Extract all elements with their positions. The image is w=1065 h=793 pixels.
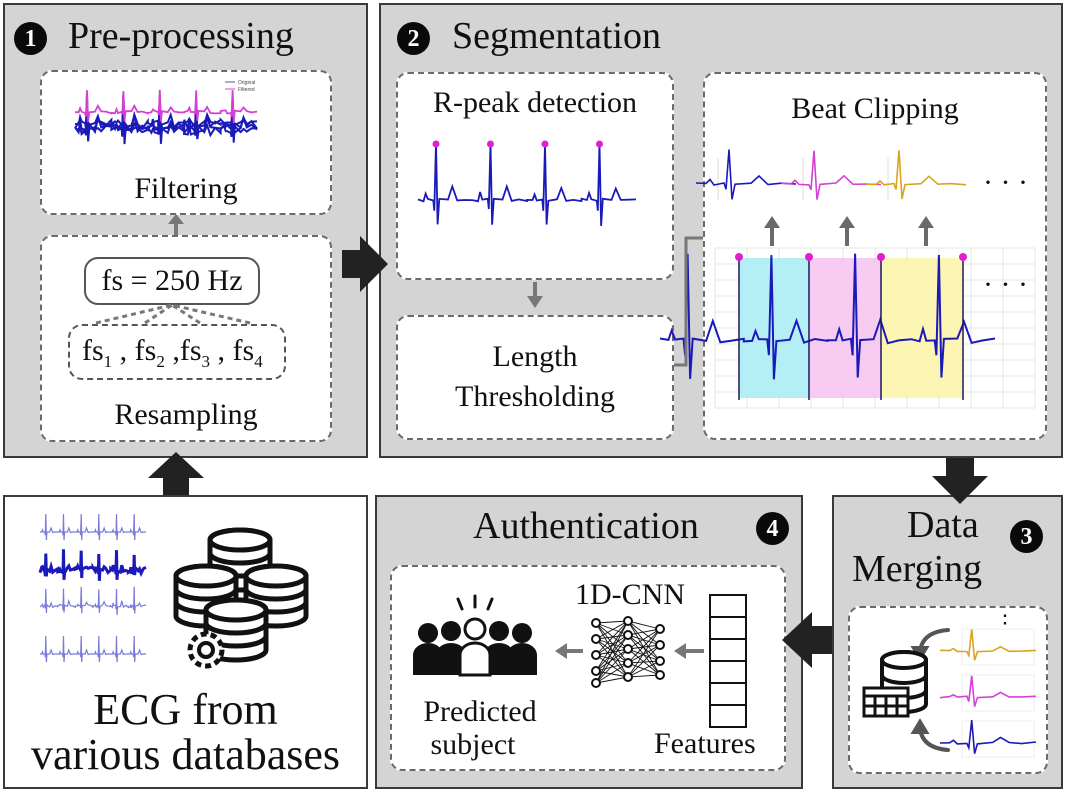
- cnn-to-subject-arrow: [563, 649, 583, 653]
- filtering-label: Filtering: [134, 172, 238, 205]
- rpeak-label: R-peak detection: [432, 86, 638, 119]
- merging-title-1: Data: [907, 504, 979, 546]
- thresholding-card: [396, 315, 674, 440]
- target-rate-box: [84, 257, 260, 305]
- legend-filtered: Filtered: [238, 87, 255, 93]
- source-label-2: various databases: [30, 730, 341, 779]
- input-rates-box: [68, 324, 286, 380]
- resample-to-filter-arrow: [174, 222, 178, 235]
- resampling-label: Resampling: [114, 398, 258, 431]
- fs-1: fs1: [82, 334, 113, 371]
- stage-2-badge: 2: [397, 22, 430, 55]
- merged-beats-plot: [939, 628, 1037, 758]
- cnn-label: 1D-CNN: [575, 578, 685, 611]
- clipped-beats-plot: [695, 149, 967, 200]
- fs-4: fs4: [232, 334, 263, 371]
- stage-1-badge: 1: [14, 22, 47, 55]
- legend-original: Original: [238, 80, 255, 86]
- preprocessing-to-segmentation-arrow: [342, 236, 388, 292]
- database-gear-icon: [173, 527, 309, 669]
- filtered-ecg-plot: Original Filtered: [74, 80, 258, 145]
- predicted-label-1: Predicted: [423, 695, 537, 728]
- target-rate-label: fs = 250 Hz: [101, 264, 243, 297]
- database-table-icon: [862, 628, 950, 752]
- features-label: Features: [654, 727, 756, 760]
- merging-ellipsis: ⋮: [994, 610, 1016, 635]
- features-to-cnn-arrow: [682, 649, 704, 653]
- input-rates-label: fs1 , fs2 ,fs3 , fs4: [82, 334, 263, 371]
- ecg-samples-plot: [38, 513, 147, 663]
- filtering-card: [40, 70, 332, 215]
- stage-4-badge: 4: [756, 512, 789, 545]
- crowd-icon: [413, 594, 537, 677]
- clipped-beats-ellipsis: · · ·: [983, 166, 1028, 199]
- segmentation-title: Segmentation: [452, 15, 661, 57]
- fs-3: fs3: [179, 334, 211, 371]
- stage-3-badge: 3: [1010, 520, 1043, 553]
- rpeak-to-threshold-arrow: [533, 282, 537, 302]
- neural-network-icon: [591, 616, 665, 688]
- feature-vector: [709, 594, 747, 728]
- thresholding-label-2: Thresholding: [455, 380, 615, 413]
- fs-2: fs2: [134, 334, 165, 371]
- thresholding-label-1: Length: [492, 340, 578, 373]
- preprocessing-title: Pre-processing: [68, 15, 294, 57]
- merging-title-2: Merging: [852, 548, 983, 590]
- beat-upward-arrows: [764, 216, 934, 246]
- segmented-ecg-plot: [659, 247, 1036, 409]
- rpeak-ecg-plot: [417, 140, 637, 226]
- beat-clipping-label: Beat Clipping: [791, 92, 959, 125]
- rpeak-card: [396, 72, 674, 280]
- segmented-ecg-ellipsis: · · ·: [983, 268, 1028, 301]
- threshold-to-clipping-connector: [674, 236, 703, 367]
- authentication-title: Authentication: [473, 505, 699, 547]
- source-label-1: ECG from: [93, 685, 278, 734]
- source-to-preprocessing-arrow: [148, 452, 204, 495]
- segmentation-to-merging-arrow: [932, 458, 988, 504]
- merging-to-authentication-arrow: [782, 612, 832, 668]
- predicted-label-2: subject: [430, 728, 516, 761]
